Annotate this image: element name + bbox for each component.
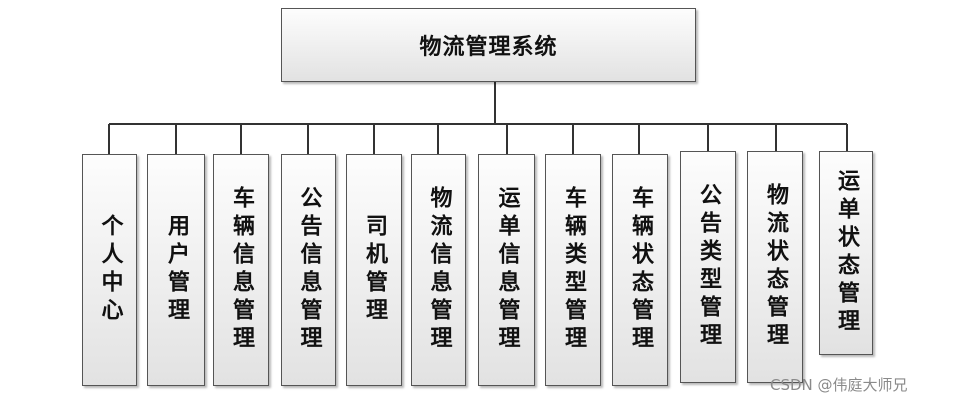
module-label: 公告信息管理	[296, 186, 322, 354]
module-node: 个人中心	[82, 154, 137, 386]
module-label: 个人中心	[97, 214, 123, 326]
module-label: 车辆类型管理	[561, 186, 586, 354]
root-node: 物流管理系统	[281, 8, 696, 82]
module-node: 车辆信息管理	[213, 154, 269, 386]
module-node: 物流状态管理	[747, 151, 803, 383]
module-node: 车辆类型管理	[545, 154, 601, 386]
module-label: 车辆状态管理	[628, 186, 653, 354]
module-node: 公告类型管理	[680, 151, 736, 383]
module-label: 车辆信息管理	[229, 186, 254, 354]
module-node: 司机管理	[346, 154, 402, 386]
module-node: 运单状态管理	[819, 151, 873, 355]
module-label: 用户管理	[164, 214, 189, 326]
module-node: 运单信息管理	[478, 154, 535, 386]
module-node: 公告信息管理	[281, 154, 336, 386]
module-label: 物流信息管理	[426, 186, 452, 354]
module-label: 公告类型管理	[696, 183, 721, 351]
module-label: 司机管理	[362, 214, 387, 326]
root-title: 物流管理系统	[419, 35, 558, 60]
module-label: 运单信息管理	[494, 186, 520, 354]
module-node: 用户管理	[147, 154, 205, 386]
module-label: 物流状态管理	[763, 183, 788, 351]
module-label: 运单状态管理	[834, 169, 859, 337]
module-node: 物流信息管理	[411, 154, 466, 386]
watermark-text: CSDN @伟庭大师兄	[770, 376, 908, 394]
module-node: 车辆状态管理	[612, 154, 668, 386]
